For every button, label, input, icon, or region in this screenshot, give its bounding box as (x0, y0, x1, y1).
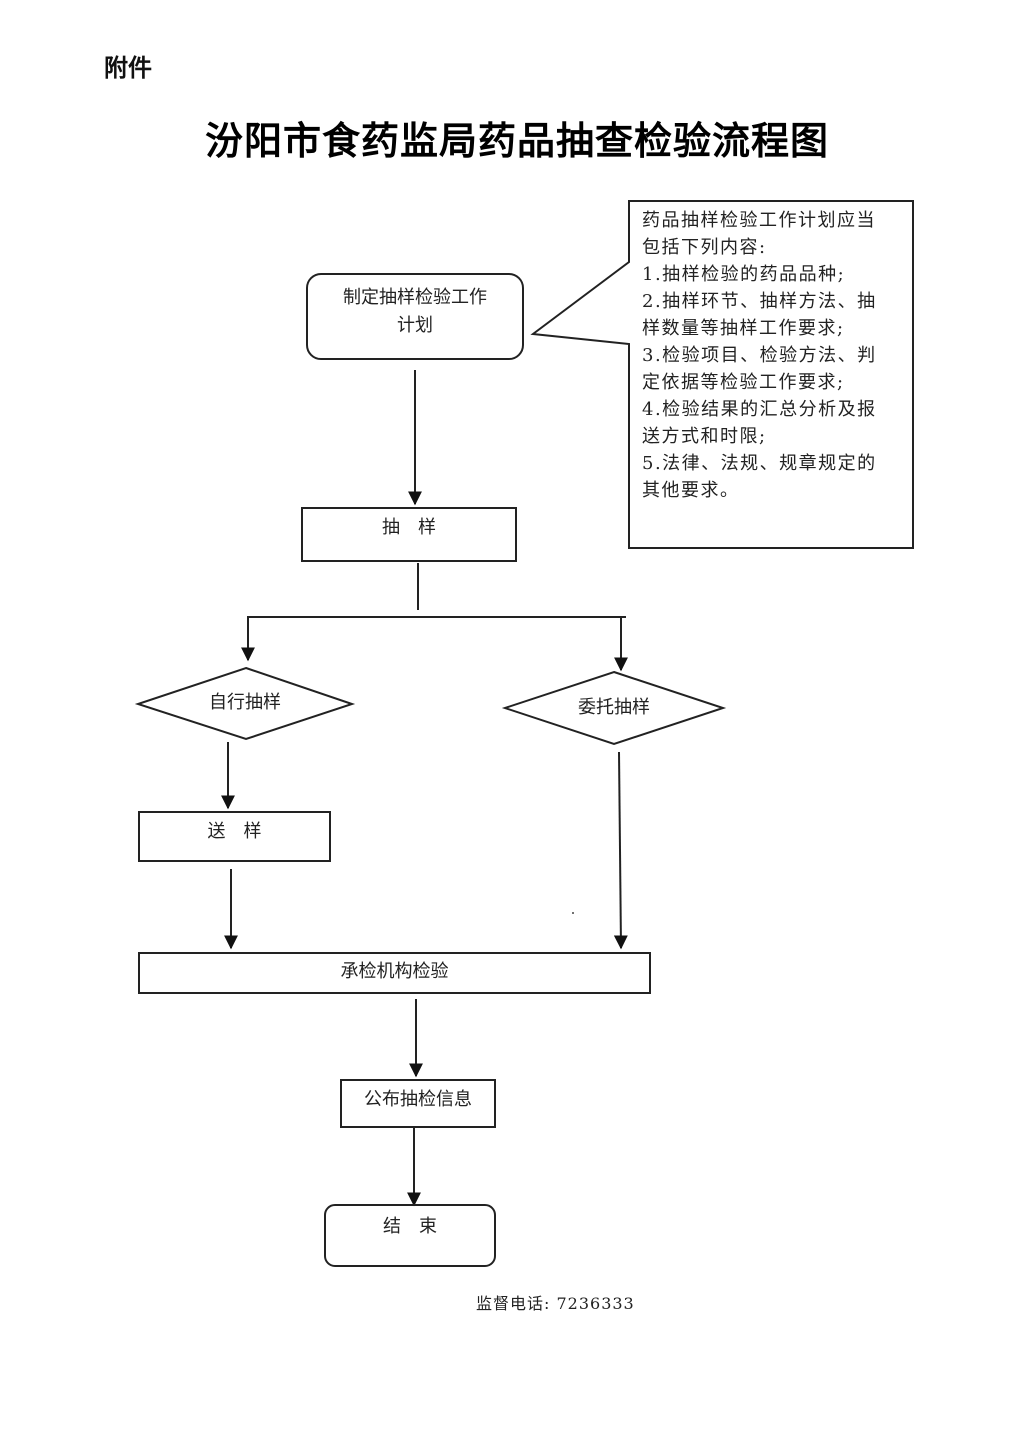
self-sampling-node-shape (134, 666, 356, 741)
note-line: 药品抽样检验工作计划应当 (642, 210, 876, 231)
publish-node-shape (340, 1079, 496, 1128)
note-line: 1.抽样检验的药品品种; (642, 264, 846, 285)
note-line: 包括下列内容: (642, 237, 767, 258)
page-title: 汾阳市食药监局药品抽查检验流程图 (204, 118, 829, 163)
supervision-phone: 监督电话: 7236333 (476, 1294, 635, 1313)
publish-node: 公布抽检信息 (364, 1089, 472, 1110)
note-line: 其他要求。 (642, 480, 740, 501)
entrusted-sampling-node-shape (501, 670, 727, 746)
note-line: 5.法律、法规、规章规定的 (642, 453, 877, 474)
inspection-node-shape (138, 952, 651, 994)
plan-requirements-note: 药品抽样检验工作计划应当 包括下列内容: 1.抽样检验的药品品种; 2.抽样环节… (642, 207, 902, 504)
plan-node: 制定抽样检验工作 计划 (307, 284, 523, 340)
note-callout-shape (530, 200, 914, 549)
send-sample-node: 送 样 (207, 821, 262, 842)
stray-dot (572, 912, 574, 914)
entrusted-sampling-node: 委托抽样 (578, 697, 650, 718)
note-line: 3.检验项目、检验方法、判 (642, 345, 877, 366)
sampling-node-shape (301, 507, 517, 562)
attachment-label: 附件 (104, 54, 152, 82)
note-line: 4.检验结果的汇总分析及报 (642, 399, 877, 420)
note-line: 样数量等抽样工作要求; (642, 318, 845, 339)
arrow-entrusted-to-inspection (613, 751, 628, 950)
sampling-node: 抽 样 (382, 517, 436, 538)
note-line: 定依据等检验工作要求; (642, 372, 845, 393)
plan-node-shape (306, 273, 524, 360)
self-sampling-node: 自行抽样 (209, 692, 281, 713)
end-node: 结 束 (383, 1216, 437, 1237)
note-line: 2.抽样环节、抽样方法、抽 (642, 291, 877, 312)
inspection-node: 承检机构检验 (340, 961, 449, 982)
plan-node-line2: 计划 (397, 315, 433, 336)
end-node-shape (324, 1204, 496, 1267)
note-line: 送方式和时限; (642, 426, 767, 447)
send-sample-node-shape (138, 811, 331, 862)
plan-node-line1: 制定抽样检验工作 (343, 287, 487, 308)
